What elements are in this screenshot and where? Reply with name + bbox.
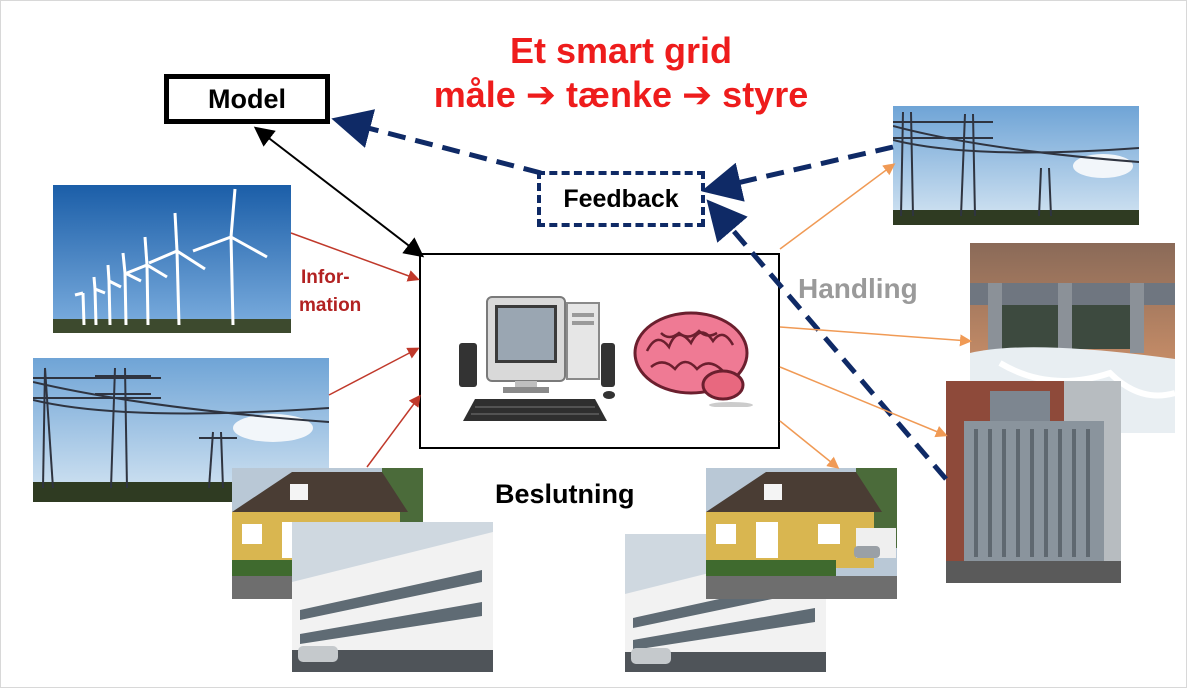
title-line-1: Et smart grid (509, 30, 733, 71)
wind-turbines-photo (53, 185, 291, 333)
model-decision-arrow (253, 126, 425, 258)
info-arrow-house (366, 394, 421, 468)
action-arrow-house (779, 420, 840, 469)
house-photo-right (706, 468, 897, 599)
power-lines-photo-right (893, 106, 1139, 225)
information-label-line-1: Infor- (301, 267, 350, 288)
computer-icon (459, 296, 615, 421)
title-line-2: måle ➔ tænke ➔ styre (433, 74, 809, 115)
beslutning-label: Beslutning (495, 479, 635, 509)
model-label: Model (208, 83, 286, 114)
action-arrow-transformer (779, 366, 948, 438)
transformer-to-feedback-arrow (706, 199, 948, 481)
feedback-label: Feedback (563, 184, 679, 213)
office-building-photo (292, 522, 493, 672)
brain-icon (633, 311, 753, 407)
transformer-photo (946, 381, 1121, 583)
info-arrow-powerline (328, 347, 420, 396)
handling-label: Handling (798, 273, 918, 304)
model-box: Model (164, 74, 330, 124)
action-arrow-grid (779, 163, 896, 250)
feedback-to-model-arrow (331, 109, 542, 176)
decision-box (419, 253, 780, 449)
info-arrow-wind (290, 232, 420, 282)
information-label-line-2: mation (299, 295, 362, 316)
action-arrow-dam (779, 326, 972, 347)
grid-to-feedback-arrow (701, 144, 894, 202)
